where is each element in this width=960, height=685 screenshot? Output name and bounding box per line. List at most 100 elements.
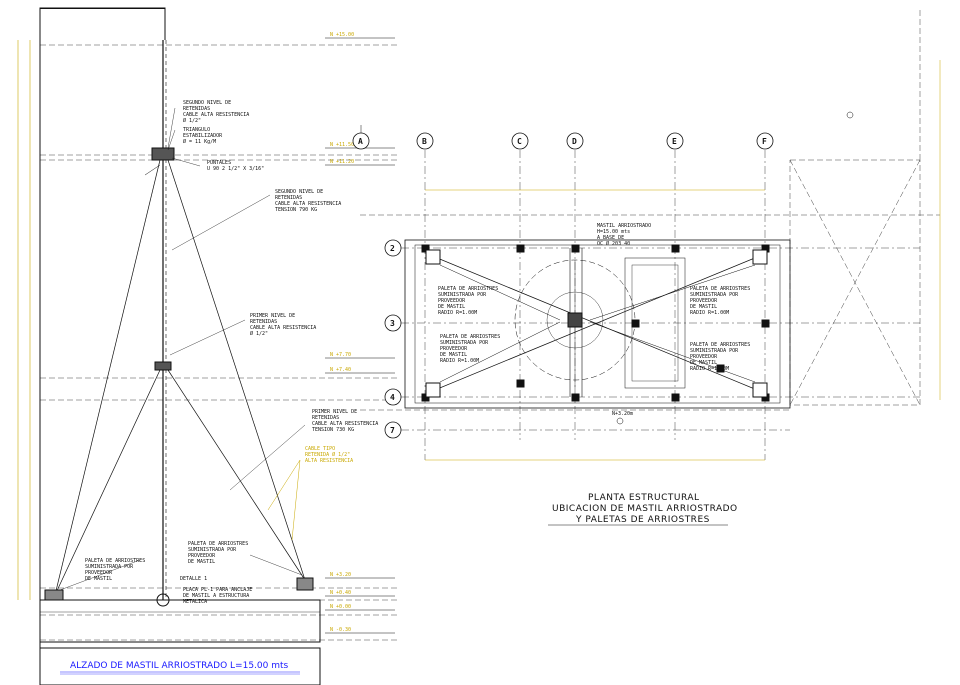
svg-text:E: E (672, 137, 677, 146)
note-primer-tension-4: TENSION 730 KG (312, 427, 354, 433)
level-5: N +7.40 (330, 367, 351, 373)
note-detalle: DETALLE 1 (180, 576, 207, 582)
svg-text:4: 4 (390, 393, 395, 402)
axis-bubble-4: 4 (384, 388, 402, 406)
note-paleta-left-2: SUMINISTRADA POR (85, 564, 134, 570)
note-paleta-d-3: PROVEEDOR (690, 354, 718, 360)
note-paleta-right-1: PALETA DE ARRIOSTRES (188, 541, 248, 547)
level-8: N +0.00 (330, 604, 351, 610)
note-paleta-b-1: PALETA DE ARRIOSTRES (440, 334, 500, 340)
note-primer-nivel-4: Ø 1/2" (250, 330, 268, 337)
note-paleta-c-5: RADIO R=1.00M (690, 310, 729, 316)
note-segundo-nivel-1: SEGUNDO NIVEL DE (183, 100, 231, 106)
axis-bubble-c: C (511, 132, 529, 150)
note-primer-tension-2: RETENIDAS (312, 415, 339, 421)
level-9: N -0.30 (330, 627, 351, 633)
note-segundo-nivel-2: RETENIDAS (183, 106, 210, 112)
note-paleta-c-1: PALETA DE ARRIOSTRES (690, 286, 750, 292)
elevation-title: ALZADO DE MASTIL ARRIOSTRADO L=15.00 mts (70, 661, 289, 671)
axis-bubble-f: F (756, 132, 774, 150)
note-segundo-nivel-4: Ø 1/2" (183, 117, 201, 124)
level-4: N +7.70 (330, 352, 351, 358)
axis-a-marker: A (352, 125, 370, 150)
note-paleta-c-4: DE MASTIL (690, 304, 717, 310)
note-puntales-2: U 90 2 1/2" X 3/16" (207, 166, 264, 172)
note-paleta-right-2: SUMINISTRADA POR (188, 547, 237, 553)
note-paleta-d-4: DE MASTIL (690, 360, 717, 366)
note-mastil-2: H=15.00 mts (597, 229, 630, 235)
axis-bubble-d: D (566, 132, 584, 150)
note-paleta-c-2: SUMINISTRADA POR (690, 292, 739, 298)
note-segundo-nivel-3: CABLE ALTA RESISTENCIA (183, 112, 249, 118)
note-triangulo-3: Ø = 11 Kg/M (183, 138, 216, 145)
axis-bubble-2: 2 (384, 239, 402, 257)
note-paleta-a-5: RADIO R=1.00M (438, 310, 477, 316)
axis-a-label: A (358, 137, 363, 146)
axis-bubble-b: B (416, 132, 434, 150)
note-cable-tipo-1: CABLE TIPO (305, 446, 335, 452)
axis-bubble-3: 3 (384, 314, 402, 332)
note-cable-tipo-3: ALTA RESISTENCIA (305, 458, 353, 464)
note-primer-tension-1: PRIMER NIVEL DE (312, 409, 357, 415)
note-paleta-right-3: PROVEEDOR (188, 553, 216, 559)
note-puntales-1: PUNTALES (207, 160, 231, 166)
note-primer-tension-3: CABLE ALTA RESISTENCIA (312, 421, 378, 427)
note-paleta-b-4: DE MASTIL (440, 352, 467, 358)
note-paleta-left-1: PALETA DE ARRIOSTRES (85, 558, 145, 564)
note-segundo-tension-3: CABLE ALTA RESISTENCIA (275, 201, 341, 207)
note-placa-1: PLACA PL-1 PARA ANCLAJE (183, 587, 252, 593)
plan-title-1: PLANTA ESTRUCTURAL (588, 493, 700, 503)
note-paleta-left-4: DE MASTIL (85, 576, 112, 582)
level-7: N +0.40 (330, 590, 351, 596)
svg-text:3: 3 (390, 319, 395, 328)
note-paleta-b-5: RADIO R=1.00M (440, 358, 479, 364)
axis-bubble-7: 7 (384, 421, 402, 439)
note-placa-2: DE MASTIL A ESTRUCTURA (183, 593, 249, 599)
svg-text:7: 7 (390, 426, 395, 435)
note-paleta-right-4: DE MASTIL (188, 559, 215, 565)
note-mastil-4: OC Ø 203 40 (597, 240, 630, 247)
note-primer-nivel-2: RETENIDAS (250, 319, 277, 325)
note-mastil-1: MASTIL ARRIOSTRADO (597, 223, 651, 229)
note-paleta-c-3: PROVEEDOR (690, 298, 718, 304)
note-segundo-tension-2: RETENIDAS (275, 195, 302, 201)
note-placa-3: METALICA (183, 599, 207, 605)
structural-plan (360, 10, 941, 526)
note-segundo-tension-1: SEGUNDO NIVEL DE (275, 189, 323, 195)
elevation-notes: SEGUNDO NIVEL DE RETENIDAS CABLE ALTA RE… (70, 32, 378, 671)
note-paleta-left-3: PROVEEDOR (85, 570, 113, 576)
note-paleta-a-3: PROVEEDOR (438, 298, 466, 304)
mast-elevation (17, 7, 400, 685)
note-paleta-a-2: SUMINISTRADA POR (438, 292, 487, 298)
plan-axes: B C D E F 2 3 4 (384, 132, 774, 439)
note-cable-tipo-2: RETENIDA Ø 1/2" (305, 451, 350, 458)
note-paleta-d-2: SUMINISTRADA POR (690, 348, 739, 354)
svg-text:D: D (572, 137, 577, 146)
plan-title-2: UBICACION DE MASTIL ARRIOSTRADO (552, 504, 738, 514)
note-paleta-b-3: PROVEEDOR (440, 346, 468, 352)
note-paleta-b-2: SUMINISTRADA POR (440, 340, 489, 346)
svg-text:2: 2 (390, 244, 395, 253)
svg-text:F: F (762, 137, 767, 146)
note-paleta-a-4: DE MASTIL (438, 304, 465, 310)
plan-level-mark: N+3.20m (612, 411, 633, 417)
svg-text:B: B (422, 137, 427, 146)
note-mastil-3: A BASE DE (597, 235, 624, 241)
note-paleta-d-5: RADIO R=1.00M (690, 366, 729, 372)
level-6: N +3.20 (330, 572, 351, 578)
note-primer-nivel-1: PRIMER NIVEL DE (250, 313, 295, 319)
level-2: N +11.50 (330, 142, 354, 148)
note-segundo-tension-4: TENSION 790 KG (275, 207, 317, 213)
svg-text:C: C (517, 137, 522, 146)
plan-notes: MASTIL ARRIOSTRADO H=15.00 mts A BASE DE… (438, 223, 750, 525)
note-triangulo-2: ESTABILIZADOR (183, 133, 223, 139)
plan-title-3: Y PALETAS DE ARRIOSTRES (575, 515, 710, 525)
axis-bubble-e: E (666, 132, 684, 150)
level-1: N +15.00 (330, 32, 354, 38)
note-paleta-a-1: PALETA DE ARRIOSTRES (438, 286, 498, 292)
note-triangulo-1: TRIANGULO (183, 127, 210, 133)
level-3: N +11.20 (330, 159, 354, 165)
note-primer-nivel-3: CABLE ALTA RESISTENCIA (250, 325, 316, 331)
note-paleta-d-1: PALETA DE ARRIOSTRES (690, 342, 750, 348)
